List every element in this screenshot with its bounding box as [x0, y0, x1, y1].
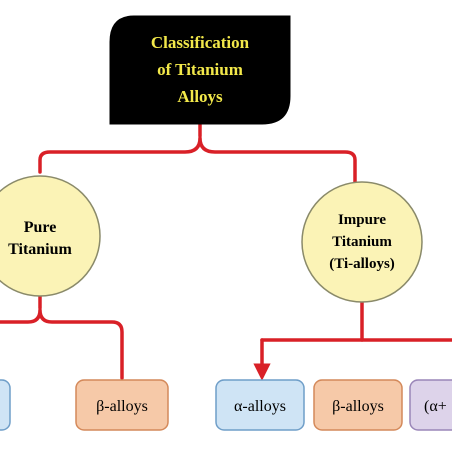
pure-titanium-line-1: Pure	[24, 219, 57, 236]
impure-titanium-line-2: Titanium	[332, 234, 392, 250]
leaf-impure-beta: β-alloys	[313, 379, 403, 431]
impure-beta-box	[313, 379, 403, 431]
impure-alpha-beta-box	[409, 379, 452, 431]
leaf-pure-beta: β-alloys	[75, 379, 169, 431]
leaf-impure-alpha-beta-partial: (α+	[409, 379, 452, 431]
root-node-shape	[109, 15, 291, 125]
impure-beta-label: β-alloys	[332, 398, 384, 415]
impure-titanium-line-3: (Ti-alloys)	[329, 256, 395, 272]
connector-lines	[0, 122, 452, 381]
pure-titanium-circle	[0, 175, 101, 297]
impure-titanium-line-1: Impure	[338, 212, 386, 228]
impure-alpha-box	[215, 379, 305, 431]
root-title-line-1: Classification	[151, 33, 250, 52]
pure-brace-connector	[0, 308, 124, 380]
pure-alpha-box	[0, 379, 11, 431]
root-title-line-2: of Titanium	[157, 60, 243, 79]
root-title-line-3: Alloys	[177, 87, 223, 106]
leaf-pure-alpha-partial	[0, 379, 11, 431]
pure-beta-box	[75, 379, 169, 431]
root-brace-connector	[38, 136, 357, 184]
pure-titanium-node: Pure Titanium	[0, 175, 101, 297]
impure-alpha-label: α-alloys	[234, 398, 286, 415]
impure-alpha-beta-label: (α+	[424, 398, 447, 415]
impure-titanium-node: Impure Titanium (Ti-alloys)	[301, 181, 423, 303]
impure-titanium-circle	[301, 181, 423, 303]
root-node: Classification of Titanium Alloys	[109, 15, 291, 125]
pure-beta-label: β-alloys	[96, 398, 148, 415]
pure-titanium-line-2: Titanium	[8, 241, 72, 258]
leaf-impure-alpha: α-alloys	[215, 379, 305, 431]
